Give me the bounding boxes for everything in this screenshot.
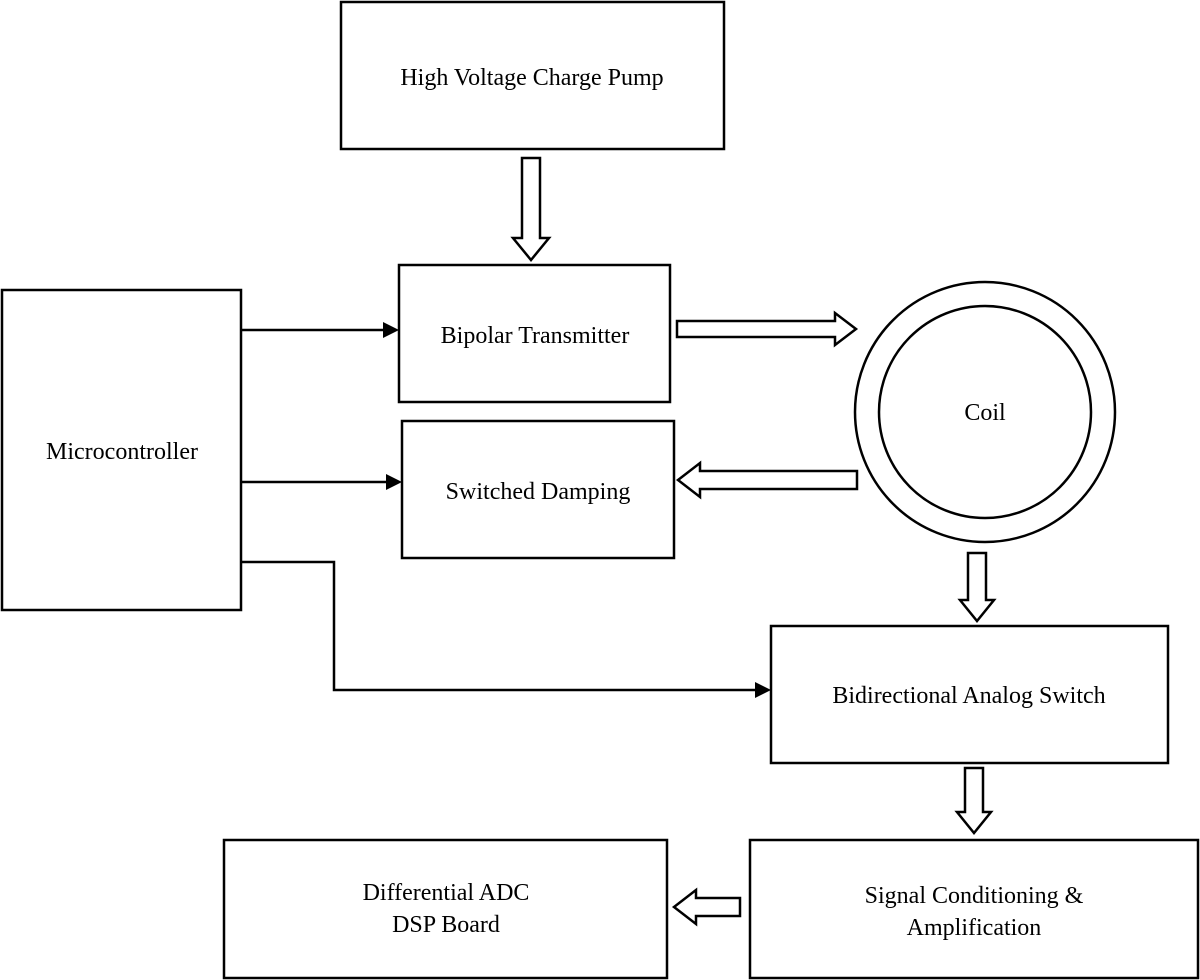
microcontroller-block [0,288,243,612]
transmitter-to-coil-arrow [675,310,859,348]
analog-switch-block [769,624,1170,765]
conditioning-to-adc-arrow [671,887,742,927]
mcu-to-damping-arrowhead [386,474,402,490]
mcu-to-analog-switch-arrowhead [755,682,771,698]
switched-damping-label: Switched Damping [446,479,631,505]
signal-conditioning-label-line1: Signal Conditioning & [865,883,1084,909]
charge-pump-block [339,0,726,151]
adc-dsp-label-line2: DSP Board [392,912,500,938]
charge-pump-label: High Voltage Charge Pump [400,65,663,91]
adc-dsp-block [222,838,669,980]
mcu-to-transmitter-arrowhead [383,322,399,338]
signal-conditioning-label-line2: Amplification [907,915,1042,941]
microcontroller-label: Microcontroller [46,439,198,465]
mcu-to-analog-switch-line [241,560,758,692]
adc-dsp-label-line1: Differential ADC [363,880,530,906]
signal-conditioning-block [748,838,1200,980]
analog-switch-to-conditioning-arrow [954,766,994,835]
coil-outer-ring [853,280,1117,544]
analog-switch-label: Bidirectional Analog Switch [832,683,1105,709]
switched-damping-block [400,419,676,560]
coil-to-damping-arrow [675,460,859,500]
coil-label: Coil [964,400,1006,426]
coil-inner-ring [877,304,1093,520]
coil-to-analog-switch-arrow [957,551,997,623]
bipolar-transmitter-label: Bipolar Transmitter [441,323,630,349]
bipolar-transmitter-block [397,263,672,404]
pump-to-transmitter-arrow [510,156,552,262]
